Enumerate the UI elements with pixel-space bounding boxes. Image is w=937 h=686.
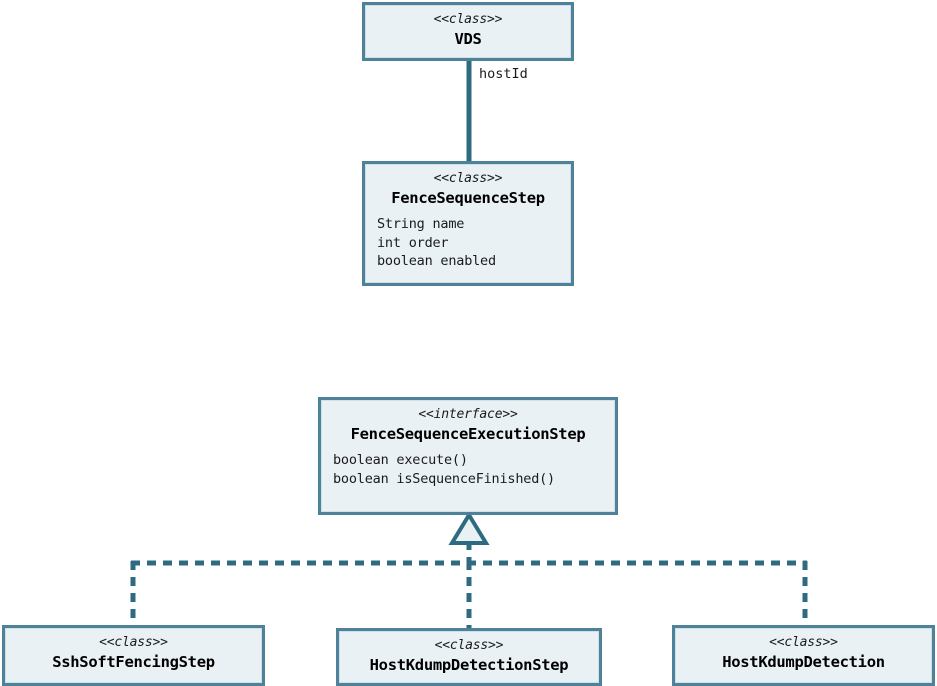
member-attribute: String name <box>377 216 465 232</box>
class-node-host-kdump-detection-step[interactable]: <<class>> HostKdumpDetectionStep <box>336 628 602 686</box>
class-node-fence-sequence-step[interactable]: <<class>> FenceSequenceStep String name … <box>362 161 574 286</box>
stereotype-label: <<interface>> <box>418 407 518 422</box>
edge-label-hostid: hostId <box>479 66 528 82</box>
class-name-label: VDS <box>454 30 482 48</box>
node-header: <<class>> HostKdumpDetectionStep <box>339 631 599 676</box>
member-attribute: boolean enabled <box>377 253 496 269</box>
member-method: boolean execute() <box>333 452 468 468</box>
node-header: <<class>> SshSoftFencingStep <box>5 628 262 673</box>
member-method: boolean isSequenceFinished() <box>333 470 555 487</box>
interface-name-label: FenceSequenceExecutionStep <box>350 425 586 443</box>
class-name-label: HostKdumpDetectionStep <box>369 656 569 674</box>
realization-arrowhead-icon <box>448 511 490 545</box>
interface-node-fence-sequence-execution-step[interactable]: <<interface>> FenceSequenceExecutionStep… <box>318 397 618 515</box>
stereotype-label: <<class>> <box>99 635 168 650</box>
stereotype-label: <<class>> <box>769 635 838 650</box>
node-header: <<class>> HostKdumpDetection <box>675 628 932 673</box>
class-name-label: SshSoftFencingStep <box>52 653 215 671</box>
stereotype-label: <<class>> <box>433 12 503 27</box>
stereotype-label: <<class>> <box>433 171 503 186</box>
member-attribute: int order <box>377 234 449 251</box>
node-header: <<interface>> FenceSequenceExecutionStep <box>321 400 615 445</box>
class-node-ssh-soft-fencing-step[interactable]: <<class>> SshSoftFencingStep <box>2 625 265 686</box>
node-members: boolean execute() boolean isSequenceFini… <box>321 445 615 492</box>
stereotype-label: <<class>> <box>434 638 504 653</box>
node-header: <<class>> VDS <box>365 5 571 50</box>
node-header: <<class>> FenceSequenceStep <box>365 164 571 209</box>
class-node-host-kdump-detection[interactable]: <<class>> HostKdumpDetection <box>672 625 935 686</box>
class-name-label: HostKdumpDetection <box>722 653 885 671</box>
class-node-vds[interactable]: <<class>> VDS <box>362 2 574 61</box>
node-members: String name int order boolean enabled <box>365 209 571 275</box>
class-name-label: FenceSequenceStep <box>391 189 545 207</box>
